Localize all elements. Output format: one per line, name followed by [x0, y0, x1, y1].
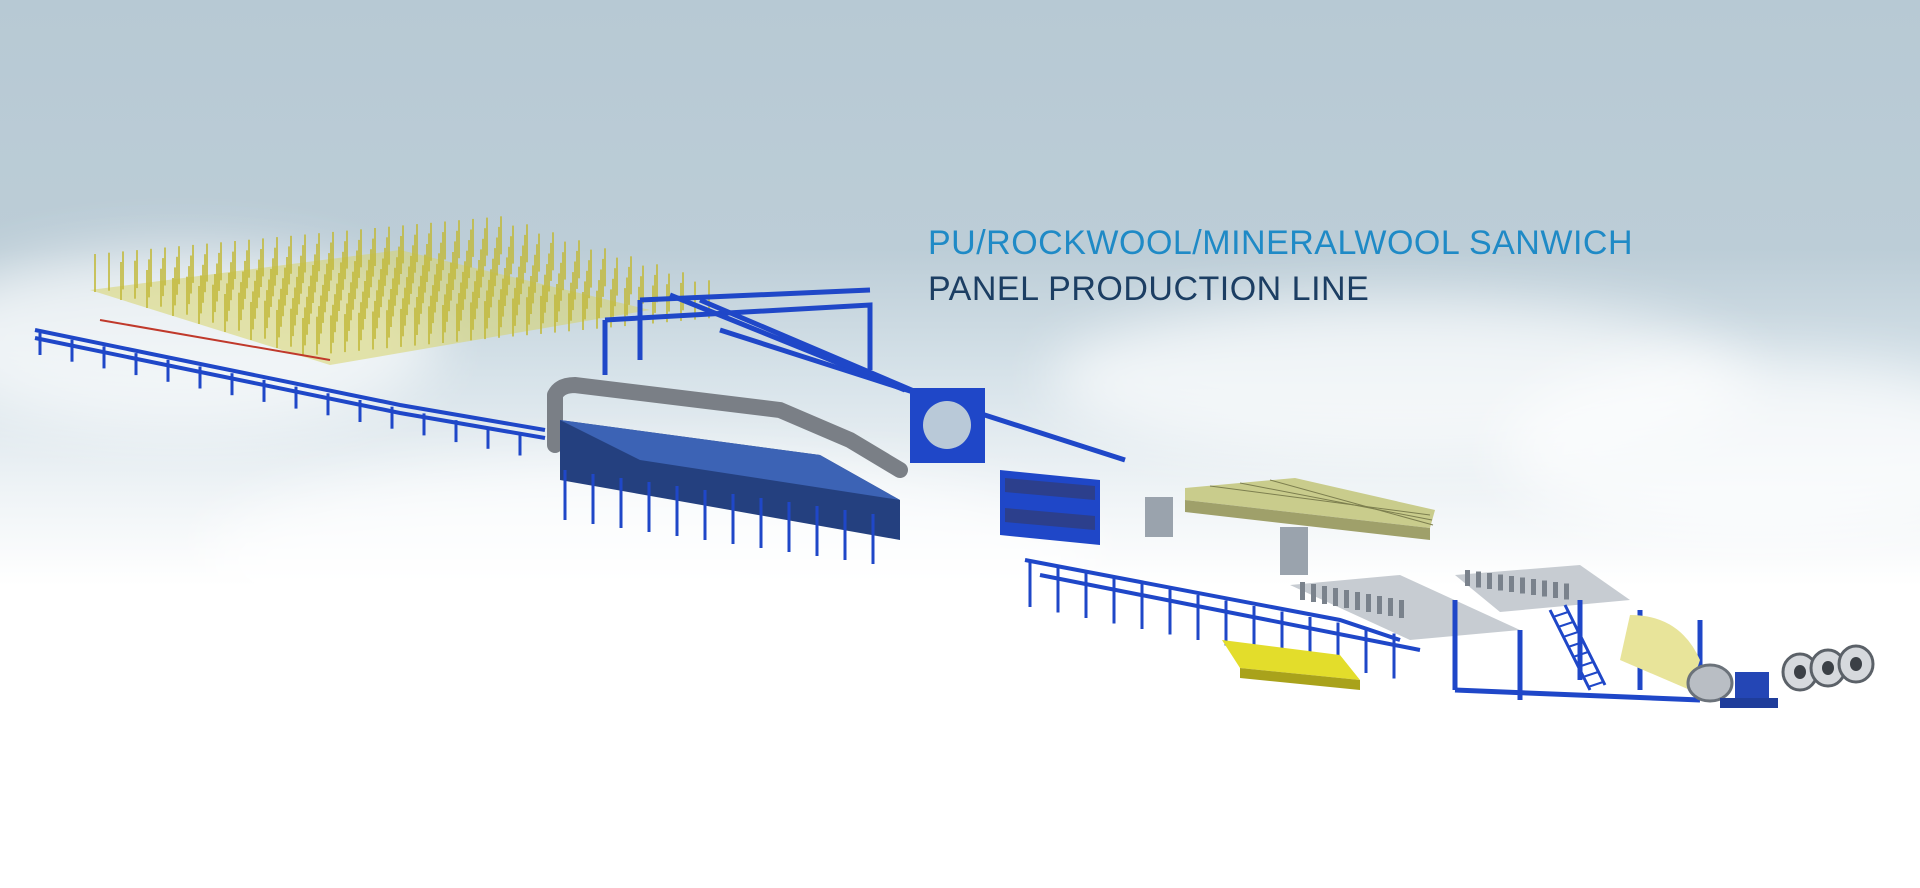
- stacking-rack: [90, 216, 710, 365]
- conveyor-legs: [38, 333, 522, 456]
- laminating-section: [1000, 470, 1421, 679]
- headline-line-1: PU/ROCKWOOL/MINERALWOOL SANWICH: [928, 224, 1633, 262]
- headline-line-2: PANEL PRODUCTION LINE: [928, 270, 1370, 308]
- cloud: [1500, 360, 1920, 540]
- decoiler: [1620, 615, 1778, 708]
- access-stairs: [1548, 604, 1607, 691]
- steel-coils: [1781, 644, 1875, 692]
- outfeed-conveyor: [34, 328, 546, 440]
- slab-blocks: [1222, 640, 1360, 690]
- rockwool-slab-stack: [1145, 478, 1435, 575]
- cutting-station: [910, 388, 985, 463]
- double-belt-press: [547, 376, 908, 564]
- headline: PU/ROCKWOOL/MINERALWOOL SANWICH PANEL PR…: [928, 220, 1748, 312]
- roll-forming-machines: [1290, 565, 1703, 703]
- gantry-frame: [602, 287, 1126, 463]
